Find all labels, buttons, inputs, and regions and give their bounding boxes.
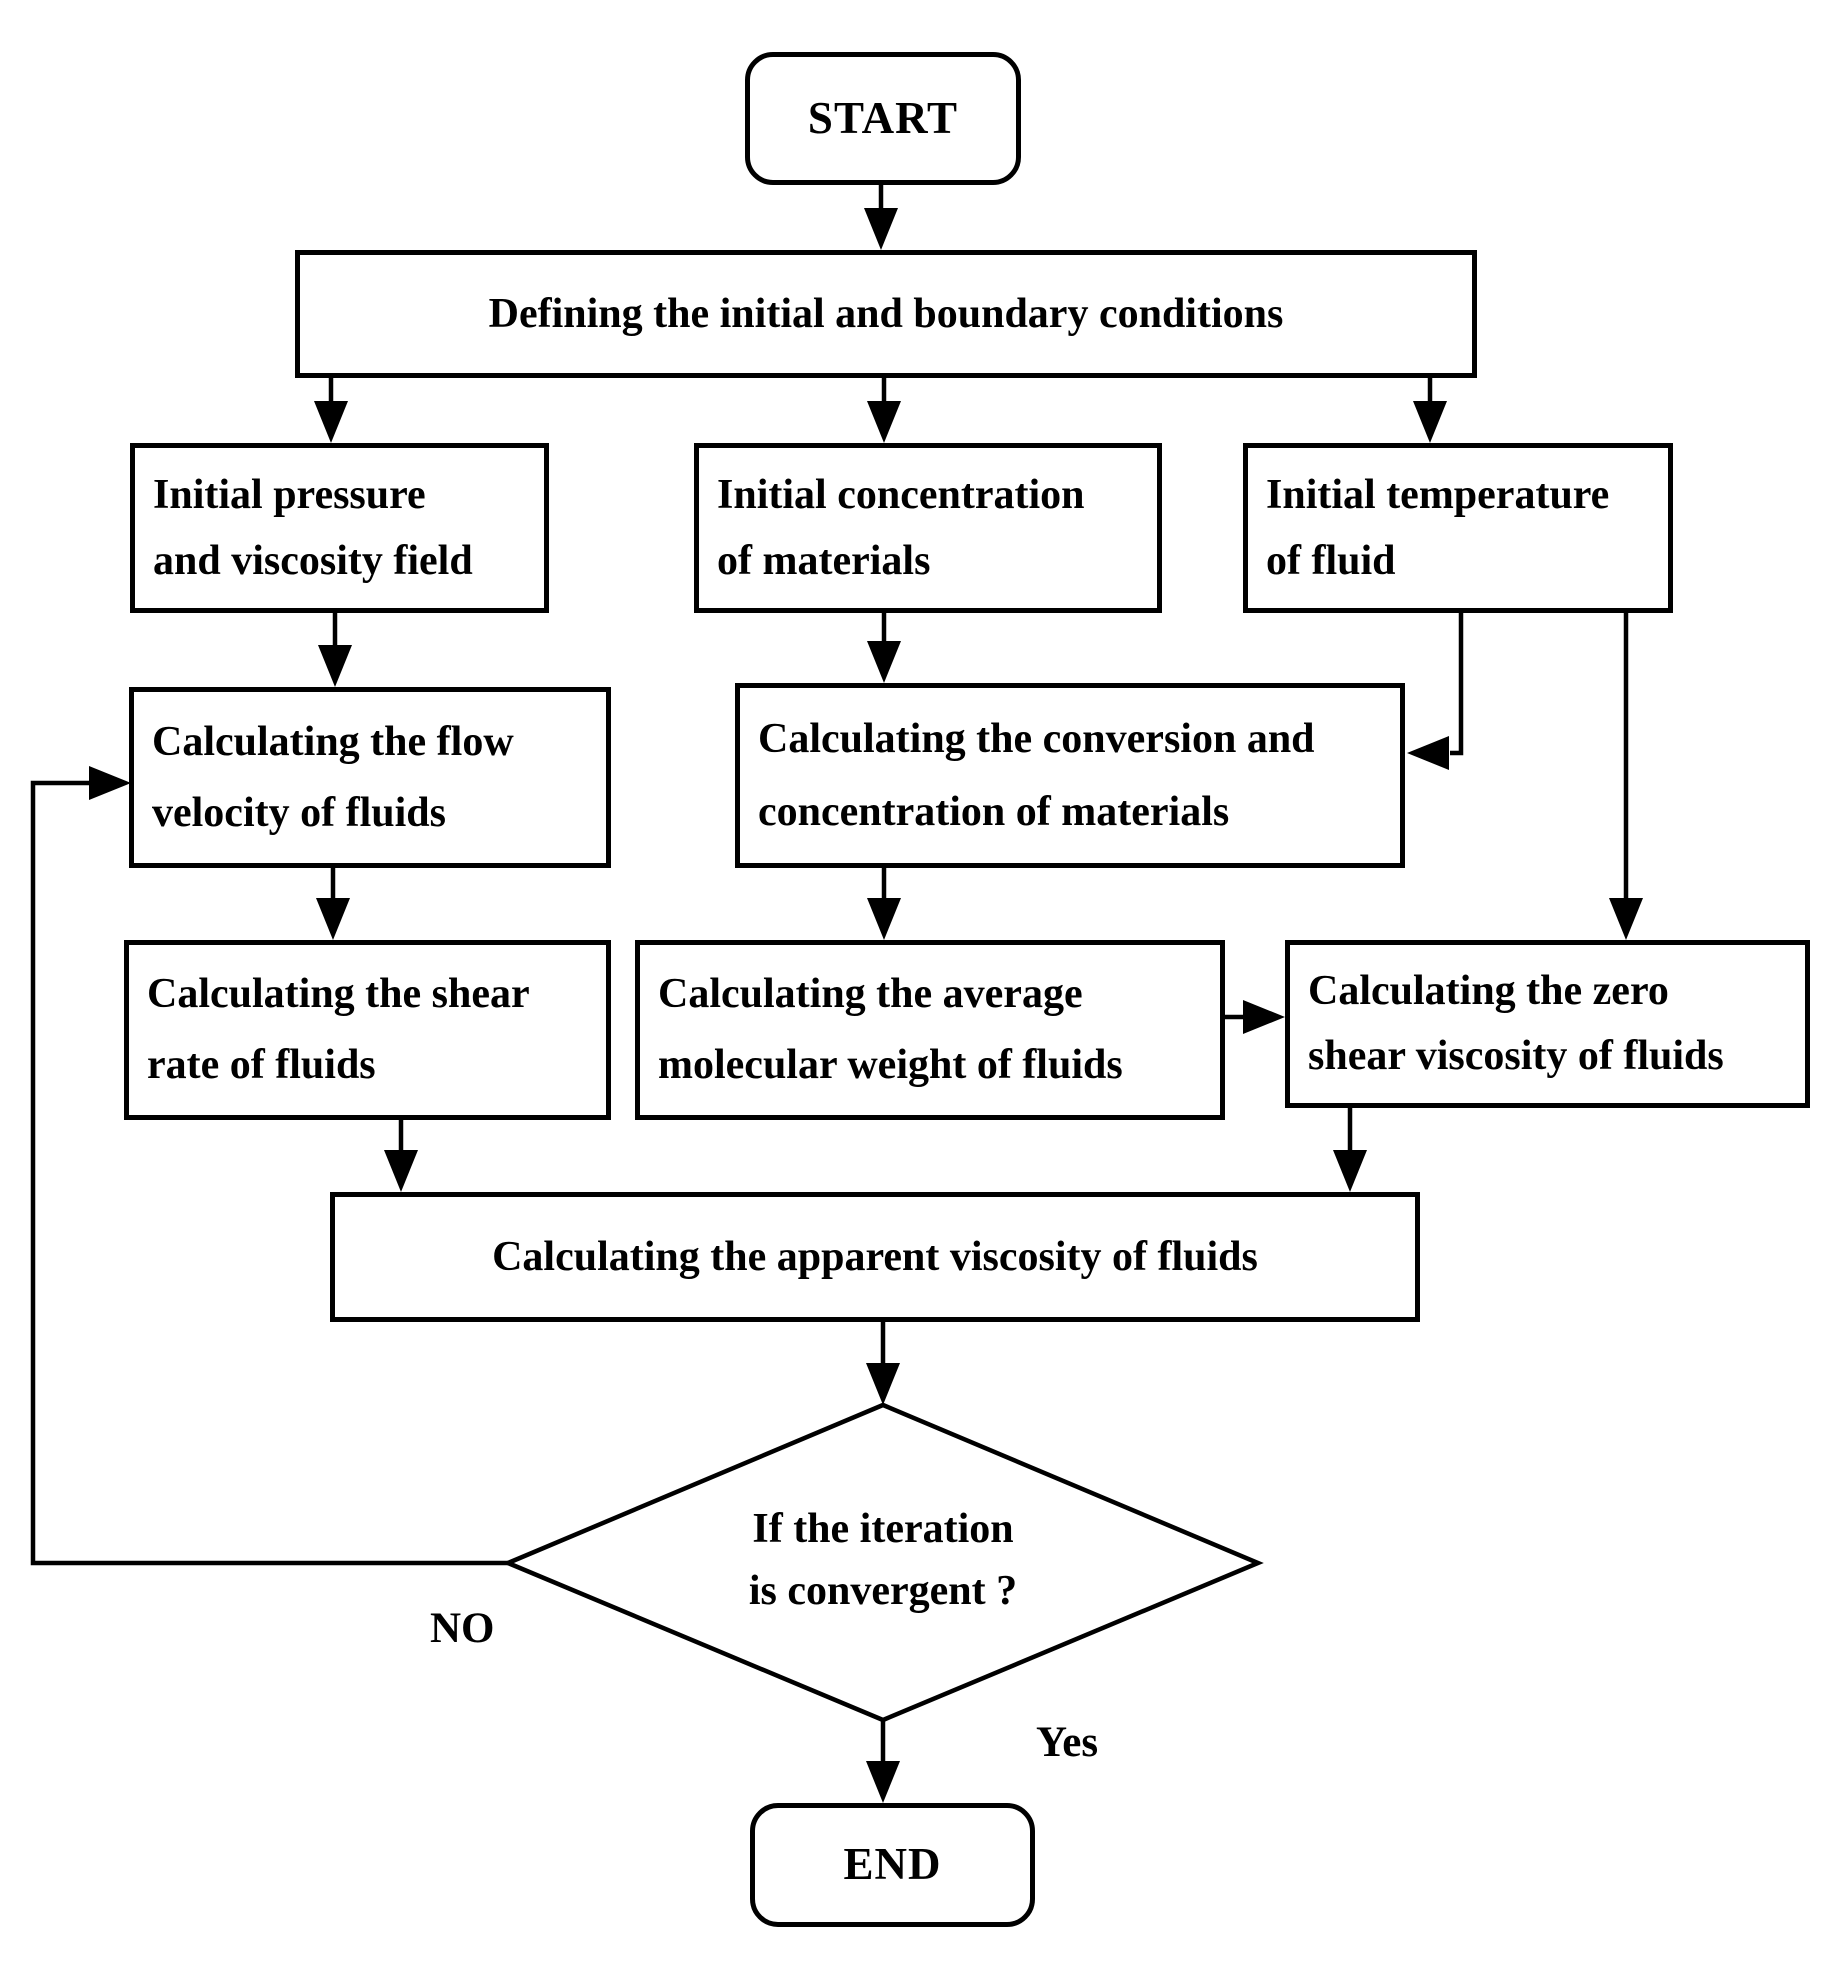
node-initial-concentration: Initial concentration of materials xyxy=(694,443,1162,613)
edge-label-yes: Yes xyxy=(1036,1719,1099,1766)
node-text-line: of fluid xyxy=(1266,537,1396,584)
node-text-line: is convergent ? xyxy=(748,1568,1018,1614)
node-start-label: START xyxy=(807,92,959,143)
connector-defining-to-temperature xyxy=(1413,378,1447,443)
node-shear-rate: Calculating the shear rate of fluids xyxy=(124,940,611,1120)
connector-concentration-to-conversion xyxy=(867,613,901,683)
connector-zero-shear-to-apparent xyxy=(1333,1108,1367,1192)
node-text-line: Initial temperature xyxy=(1266,471,1610,518)
node-text-line: velocity of fluids xyxy=(152,790,446,837)
node-text-line: rate of fluids xyxy=(147,1042,376,1089)
node-decision-convergence: If the iteration is convergent ? xyxy=(633,1498,1133,1622)
node-end: END xyxy=(750,1803,1035,1927)
connector-decision-no-feedback xyxy=(30,766,508,1566)
node-text-line: of materials xyxy=(717,537,931,584)
node-text-line: shear viscosity of fluids xyxy=(1308,1033,1724,1080)
node-defining-conditions: Defining the initial and boundary condit… xyxy=(295,250,1477,378)
connector-decision-to-end xyxy=(866,1720,900,1803)
connector-shear-rate-to-apparent xyxy=(384,1120,418,1192)
node-apparent-label: Calculating the apparent viscosity of fl… xyxy=(492,1233,1258,1280)
node-conversion-concentration: Calculating the conversion and concentra… xyxy=(735,683,1405,868)
connector-flow-velocity-to-shear-rate xyxy=(316,868,350,940)
node-text-line: molecular weight of fluids xyxy=(658,1042,1123,1089)
node-text-line: and viscosity field xyxy=(153,537,473,584)
node-text-line: Calculating the average xyxy=(658,971,1083,1018)
connector-defining-to-concentration xyxy=(867,378,901,443)
node-text-line: Calculating the shear xyxy=(147,971,530,1018)
node-text-line: concentration of materials xyxy=(758,789,1230,836)
decision-diamond-shape xyxy=(502,1402,1264,1723)
connector-defining-to-pressure xyxy=(314,378,348,443)
node-defining-label: Defining the initial and boundary condit… xyxy=(488,290,1284,337)
node-apparent-viscosity: Calculating the apparent viscosity of fl… xyxy=(330,1192,1420,1322)
node-start: START xyxy=(745,52,1021,185)
edge-label-no: NO xyxy=(430,1605,495,1652)
connector-avg-mol-weight-to-zero-shear xyxy=(1225,1000,1285,1034)
connector-apparent-to-decision xyxy=(866,1322,900,1405)
node-text-line: If the iteration xyxy=(752,1506,1014,1552)
node-zero-shear-viscosity: Calculating the zero shear viscosity of … xyxy=(1285,940,1810,1108)
node-avg-molecular-weight: Calculating the average molecular weight… xyxy=(635,940,1225,1120)
connector-start-to-defining xyxy=(864,185,898,250)
node-initial-pressure: Initial pressure and viscosity field xyxy=(130,443,549,613)
connector-temperature-to-conversion xyxy=(1407,613,1464,770)
node-text-line: Initial concentration xyxy=(717,471,1085,518)
node-text-line: Initial pressure xyxy=(153,471,426,518)
connector-temperature-to-zero-shear xyxy=(1609,613,1643,940)
node-text-line: Calculating the zero xyxy=(1308,968,1669,1015)
node-flow-velocity: Calculating the flow velocity of fluids xyxy=(129,687,611,868)
node-end-label: END xyxy=(843,1839,942,1890)
node-text-line: Calculating the flow xyxy=(152,718,514,765)
node-initial-temperature: Initial temperature of fluid xyxy=(1243,443,1673,613)
connector-pressure-to-flow-velocity xyxy=(318,613,352,687)
node-text-line: Calculating the conversion and xyxy=(758,715,1315,762)
connector-conversion-to-avg-mol-weight xyxy=(867,868,901,940)
